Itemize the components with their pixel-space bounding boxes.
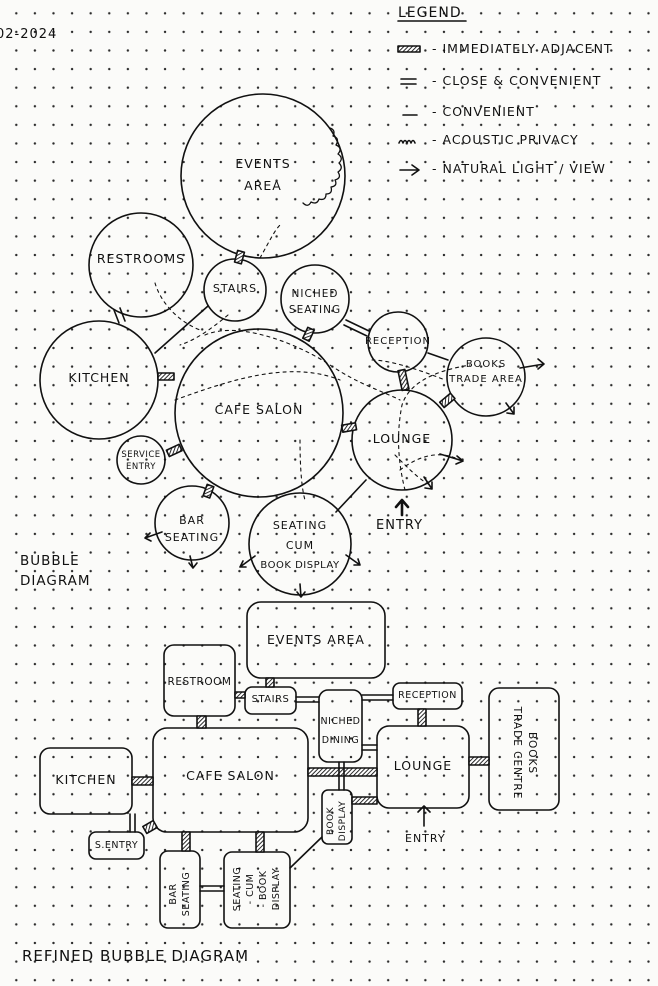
refined-entry-arrow bbox=[417, 805, 431, 827]
bubble-close-links bbox=[113, 307, 370, 337]
bubble-label-lounge: LOUNGE bbox=[372, 431, 432, 446]
legend-title: LEGEND bbox=[398, 5, 462, 21]
room-books-trade-centre bbox=[488, 687, 560, 811]
refined-label-entry: ENTRY bbox=[405, 832, 446, 845]
bubble-cafe-salon bbox=[174, 328, 344, 498]
bubble-niched-seating bbox=[280, 264, 350, 334]
refined-label-s-entry: S.ENTRY bbox=[94, 840, 139, 851]
bubble-adjacent-links bbox=[157, 249, 456, 499]
bubble-books-trade-area bbox=[446, 337, 526, 417]
refined-label-restroom: RESTROOM bbox=[167, 676, 232, 688]
refined-label-reception: RECEPTION bbox=[398, 690, 457, 701]
date-label: 02-2024 bbox=[0, 27, 58, 42]
bubble-label-kitchen: KITCHEN bbox=[68, 370, 130, 385]
room-s-entry bbox=[88, 831, 145, 860]
bubble-label-cafe-salon: CAFE SALON bbox=[214, 402, 304, 417]
room-book-display bbox=[321, 789, 353, 845]
legend-item-close-convenient: - CLOSE & CONVENIENT bbox=[432, 73, 602, 88]
bubble-label-entry: ENTRY bbox=[376, 518, 424, 533]
bubble-label-stairs: STAIRS bbox=[212, 282, 258, 295]
room-events-area bbox=[246, 601, 386, 679]
refined-adjacent-links bbox=[131, 677, 490, 853]
refined-label-stairs: STAIRS bbox=[251, 694, 290, 705]
refined-label-kitchen: KITCHEN bbox=[55, 772, 117, 787]
bubble-label-restrooms: RESTROOMS bbox=[96, 251, 186, 266]
refined-label-lounge: LOUNGE bbox=[393, 758, 453, 773]
legend-item-acoustic-privacy: - ACOUSTIC PRIVACY bbox=[432, 132, 579, 147]
room-niched-dining bbox=[318, 689, 363, 763]
legend-item-natural-light-view: - NATURAL LIGHT / VIEW bbox=[432, 161, 606, 176]
refined-label-cafe-salon: CAFE SALON bbox=[186, 768, 275, 783]
legend-symbols bbox=[397, 20, 467, 176]
bubble-diagram-circles bbox=[39, 93, 526, 596]
bubble-restrooms bbox=[88, 212, 194, 318]
refined-close-links bbox=[129, 694, 394, 892]
refined-diagram-title: REFINED BUBBLE DIAGRAM bbox=[22, 947, 250, 965]
bubble-circulation-paths bbox=[154, 224, 471, 501]
bubble-convenient-links bbox=[154, 305, 449, 513]
legend-item-convenient: - CONVENIENT bbox=[432, 104, 535, 119]
bubble-light-arrows bbox=[144, 358, 545, 598]
room-bar-seating bbox=[159, 850, 201, 929]
bubble-events-area bbox=[180, 93, 346, 259]
bubble-label-reception: RECEPTION bbox=[364, 336, 431, 347]
bubble-bar-seating bbox=[154, 485, 230, 561]
legend-item-immediately-adjacent: - IMMEDIATELY ADJACENT bbox=[432, 41, 613, 56]
bubble-service-entry bbox=[116, 435, 166, 485]
bubble-entry-arrow bbox=[394, 498, 410, 517]
refined-label-events-area: EVENTS AREA bbox=[267, 632, 365, 647]
room-reception bbox=[392, 682, 463, 710]
refined-convenient-links bbox=[289, 836, 323, 869]
